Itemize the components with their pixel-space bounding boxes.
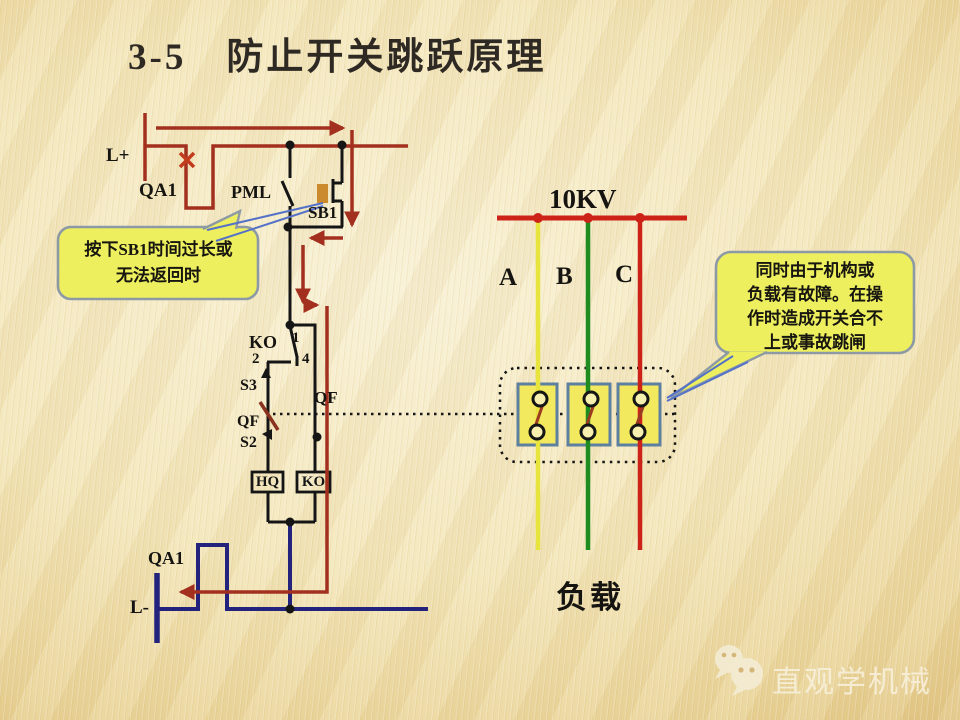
bus-tap-b <box>583 213 593 223</box>
ko-branch-wire <box>290 323 317 472</box>
qa1-pulse-waveform <box>157 543 428 611</box>
label-s2: S2 <box>240 434 257 451</box>
slide-title: 3-5 防止开关跳跃原理 <box>128 37 547 78</box>
label-sb1: SB1 <box>308 203 338 222</box>
callout-right-text: 同时由于机构或 负载有故障。在操 作时造成开关合不 上或事故跳闸 <box>747 261 883 353</box>
wechat-icon <box>715 645 763 696</box>
s2-contact-arrow <box>262 429 272 440</box>
qf-trip-flow-line <box>178 306 329 601</box>
label-s3: S3 <box>240 377 257 394</box>
label-ko-coil: KO <box>301 474 326 490</box>
bus-tap-c <box>635 213 645 223</box>
pointer-line <box>206 202 324 231</box>
qf-aux-contact-blade <box>258 401 280 431</box>
coil-bottom-leads <box>266 492 317 524</box>
label-terminal-2: 2 <box>252 351 260 367</box>
pole-a-top-terminal <box>531 390 549 408</box>
pole-a-bottom-terminal <box>528 423 546 441</box>
pml-contact-blade <box>280 180 295 207</box>
junction-dot <box>337 140 347 150</box>
ko-changeover-blade <box>288 325 299 366</box>
junction-dot <box>285 517 295 527</box>
pole-c-bottom-terminal <box>629 423 647 441</box>
pointer-line <box>215 205 324 242</box>
label-l-minus: L- <box>130 597 149 618</box>
label-qa1-bottom: QA1 <box>148 548 184 568</box>
pointer-line <box>666 361 749 402</box>
bus-tap-a <box>533 213 543 223</box>
sb1-button-contact <box>331 147 344 227</box>
watermark-text: 直观学机械 <box>772 666 932 699</box>
pointer-lines <box>206 202 749 402</box>
qa1-top-waveform <box>145 144 408 210</box>
qa1-bottom-pulse-trace <box>154 522 428 643</box>
junction-dot <box>312 432 322 442</box>
label-10kv: 10KV <box>549 184 617 214</box>
pole-c-blade <box>634 403 646 428</box>
label-qa1-top: QA1 <box>139 180 177 201</box>
label-ko-contact: KO <box>249 332 278 352</box>
pole-b-top-terminal <box>582 390 600 408</box>
junction-dot <box>285 320 295 330</box>
junction-dot <box>285 604 295 614</box>
label-phase-a: A <box>499 264 518 291</box>
power-bus-and-phases <box>497 213 687 550</box>
current-flow-arrows <box>156 119 361 601</box>
sb1-button-pad <box>317 184 328 203</box>
s3-contact-arrow <box>261 368 271 378</box>
pointer-line <box>666 355 734 399</box>
label-phase-c: C <box>615 261 634 288</box>
junction-dots <box>283 140 347 614</box>
pole-a-blade <box>533 403 545 428</box>
qa1-top-pulse-trace <box>143 113 408 210</box>
junction-dot <box>283 222 293 232</box>
label-phase-b: B <box>556 263 573 290</box>
pole-b-bottom-terminal <box>579 423 597 441</box>
qa1-break-x-mark <box>178 151 196 169</box>
label-terminal-4: 4 <box>302 351 310 367</box>
ko-coil-box <box>295 470 332 494</box>
pole-c-top-terminal <box>632 390 650 408</box>
label-pml: PML <box>231 182 271 202</box>
label-qf-trip: QF <box>314 388 338 407</box>
label-qf-left: QF <box>237 413 260 430</box>
callout-left-text: 按下SB1时间过长或 无法返回时 <box>84 240 233 286</box>
control-circuit-wiring <box>250 147 344 524</box>
breaker-pole-contacts <box>528 390 650 441</box>
pole-b-blade <box>584 403 596 428</box>
label-hq-coil: HQ <box>255 474 280 490</box>
label-terminal-1: 1 <box>292 330 300 346</box>
hq-coil-box <box>250 470 285 494</box>
junction-dot <box>285 140 295 150</box>
label-l-plus: L+ <box>106 145 130 166</box>
label-load: 负载 <box>556 580 624 615</box>
